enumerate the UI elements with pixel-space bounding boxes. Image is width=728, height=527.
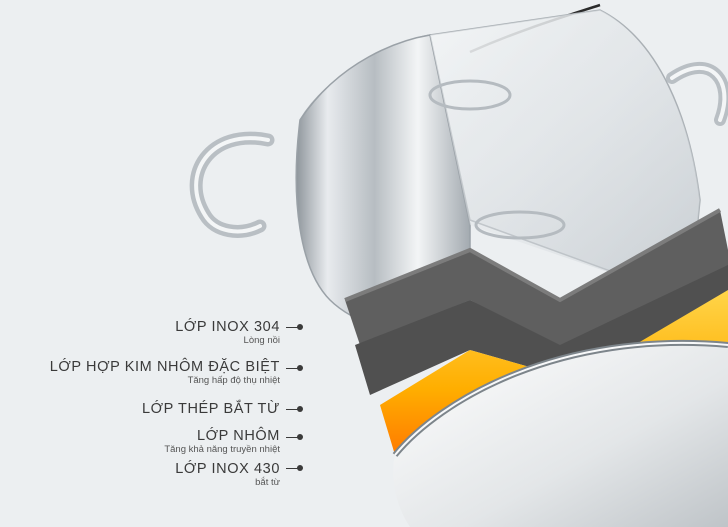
- leader-line: [286, 409, 300, 410]
- layer-title: LỚP THÉP BẮT TỪ: [141, 401, 280, 417]
- leader-line: [286, 327, 300, 328]
- layer-label-aluminium: LỚP NHÔM Tăng khả năng truyền nhiệt: [164, 428, 280, 456]
- layer-subtitle: Tăng hấp độ thụ nhiệt: [187, 375, 280, 386]
- layer-label-magnetic-steel: LỚP THÉP BẮT TỪ: [142, 401, 280, 417]
- layer-subtitle: Lòng nồi: [243, 335, 280, 346]
- layer-title: LỚP NHÔM: [196, 428, 280, 444]
- leader-line: [286, 368, 300, 369]
- leader-dot: [297, 324, 303, 330]
- leader-dot: [297, 434, 303, 440]
- layer-title: LỚP INOX 430: [175, 461, 280, 477]
- leader-dot: [297, 406, 303, 412]
- layer-title: LỚP HỢP KIM NHÔM ĐẶC BIỆT: [49, 359, 280, 375]
- leader-line: [286, 437, 300, 438]
- layer-subtitle: bắt từ: [255, 477, 280, 488]
- leader-line: [286, 468, 300, 469]
- layer-label-inox-430: LỚP INOX 430 bắt từ: [175, 461, 280, 489]
- layer-label-alloy: LỚP HỢP KIM NHÔM ĐẶC BIỆT Tăng hấp độ th…: [50, 359, 280, 387]
- layer-subtitle: Tăng khả năng truyền nhiệt: [164, 444, 280, 455]
- pot-handle-right: [666, 61, 728, 126]
- leader-dot: [297, 465, 303, 471]
- layer-disc: [392, 339, 728, 527]
- leader-dot: [297, 365, 303, 371]
- layer-title: LỚP INOX 304: [175, 319, 280, 335]
- pot-handle-left: [189, 131, 275, 238]
- layer-label-inox-304: LỚP INOX 304 Lòng nồi: [175, 319, 280, 347]
